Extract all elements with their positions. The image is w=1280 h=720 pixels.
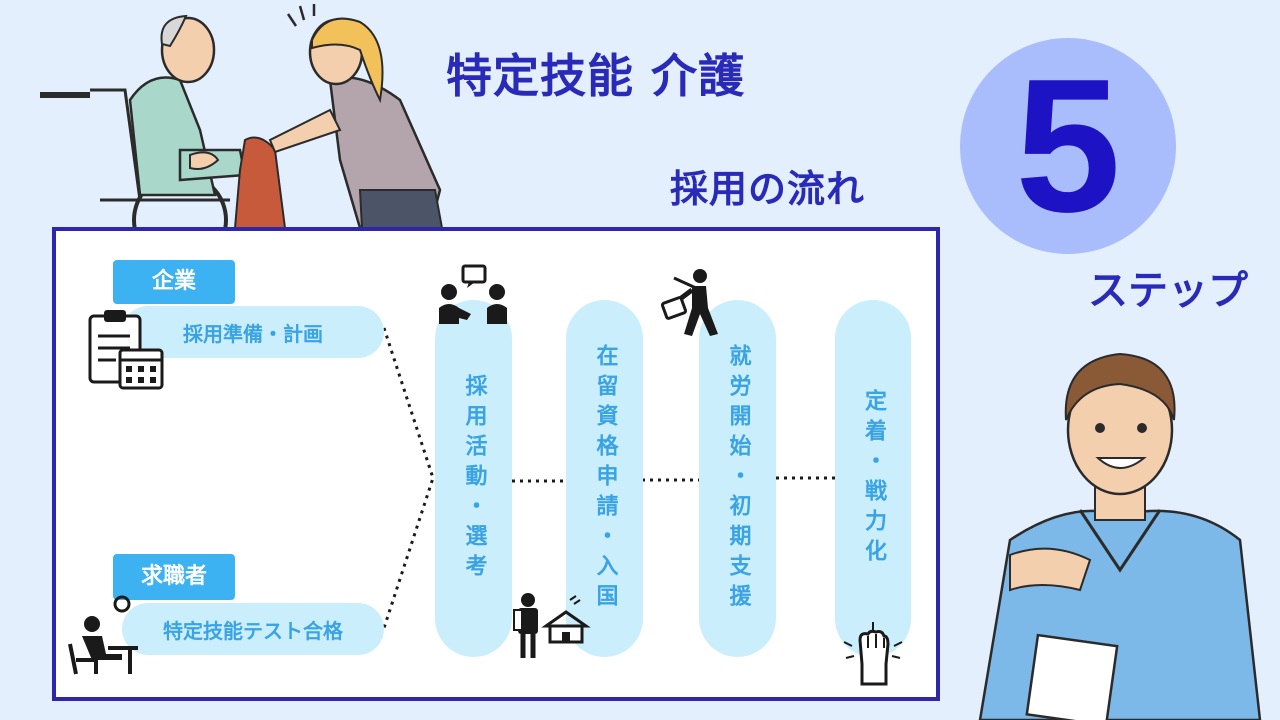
page-title: 特定技能 介護 bbox=[446, 49, 746, 103]
step-label-onboarding: 就労開始・初期支援 bbox=[725, 343, 751, 614]
jobseeker-step-pill: 特定技能テスト合格 bbox=[122, 603, 384, 655]
step-count-number: 5 bbox=[1015, 40, 1121, 252]
step-pill-recruitment: 採用活動・選考 bbox=[435, 300, 512, 657]
studying-person-icon bbox=[68, 595, 138, 675]
traveler-house-icon bbox=[513, 593, 591, 658]
step-count-label: ステップ bbox=[1088, 268, 1248, 314]
step-pill-visa: 在留資格申請・入国 bbox=[566, 300, 643, 657]
step-label-retention: 定着・戦力化 bbox=[861, 388, 886, 569]
step-label-recruitment: 採用活動・選考 bbox=[461, 373, 487, 584]
step-pill-onboarding: 就労開始・初期支援 bbox=[699, 300, 776, 657]
jobseeker-tag: 求職者 bbox=[113, 554, 235, 600]
company-step-pill: 採用準備・計画 bbox=[122, 306, 384, 358]
step-count-circle bbox=[960, 38, 1176, 254]
businessman-walking-icon bbox=[660, 269, 718, 336]
clipboard-calendar-icon bbox=[88, 310, 164, 390]
interview-icon bbox=[439, 264, 507, 324]
caregiver-illustration bbox=[40, 4, 444, 268]
step-pill-retention: 定着・戦力化 bbox=[835, 300, 911, 657]
step-label-visa: 在留資格申請・入国 bbox=[592, 343, 618, 614]
page-subtitle: 採用の流れ bbox=[670, 167, 866, 211]
nurse-illustration bbox=[978, 352, 1262, 720]
fist-icon bbox=[843, 622, 903, 686]
company-tag: 企業 bbox=[113, 260, 235, 304]
